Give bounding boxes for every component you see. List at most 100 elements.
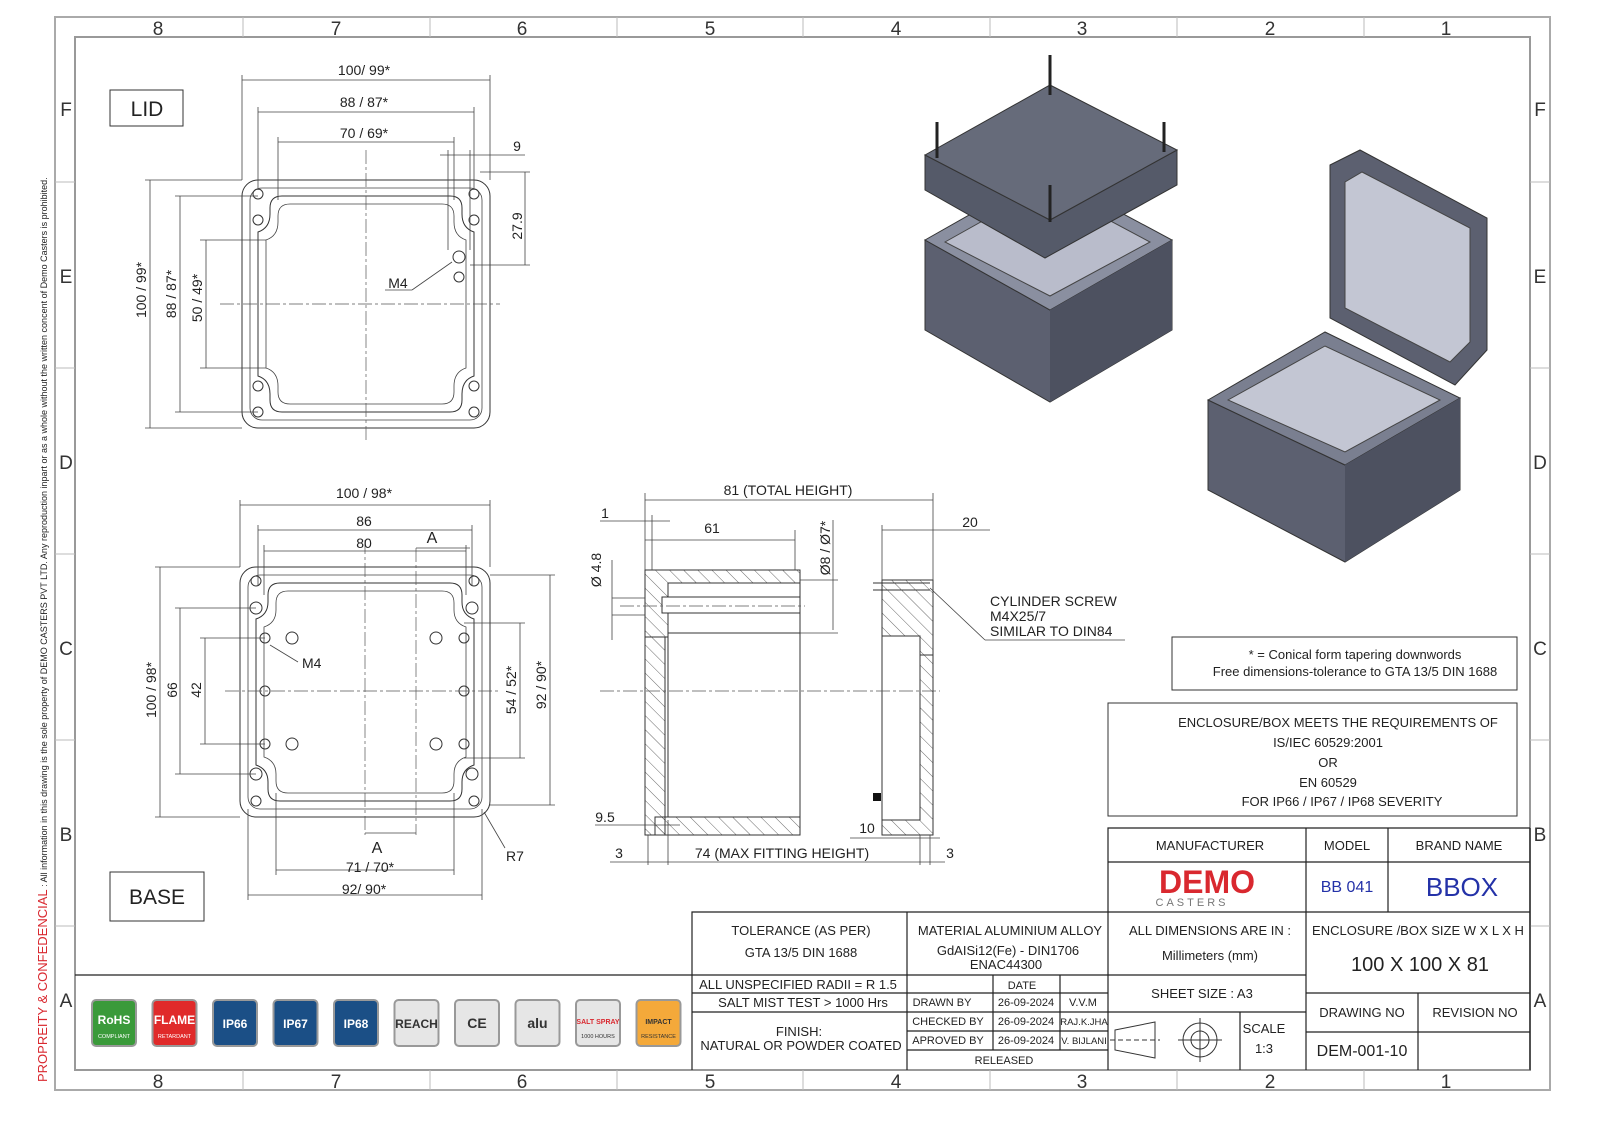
base-dim-height-outer: 100 / 98* (143, 661, 159, 718)
title-block: MANUFACTURER MODEL BRAND NAME DEMO CASTE… (699, 838, 1524, 1067)
ip66-badge-background (212, 999, 258, 1047)
brand-header: BRAND NAME (1416, 838, 1503, 853)
base-dim-height-right: 92 / 90* (533, 660, 549, 709)
lid-dim-height-inner: 50 / 49* (189, 273, 205, 322)
screw-callout-line1: CYLINDER SCREW (990, 593, 1118, 609)
compliance-line-1: ENCLOSURE/BOX MEETS THE REQUIREMENTS OF (1178, 715, 1498, 730)
base-dim-width-bottom: 92/ 90* (342, 881, 387, 897)
zone-col-2: 2 (1265, 19, 1276, 40)
base-dim-height-inner: 54 / 52* (503, 665, 519, 714)
ip68-badge-label: IP68 (344, 1017, 369, 1031)
section-marker-a-bottom: A (372, 840, 383, 857)
zone-row-c-right: C (1533, 639, 1547, 660)
lid-view: LID 100/ 99* 88 / 87* 70 / 69* 9 27.9 M4 (109, 62, 530, 440)
reach-badge-label: REACH (395, 1017, 438, 1031)
compliance-line-5: FOR IP66 / IP67 / IP68 SEVERITY (1242, 794, 1443, 809)
section-marker-a-top: A (427, 530, 438, 547)
date-header: DATE (1008, 980, 1037, 992)
impact-resistance-badge-sublabel: RESISTANCE (641, 1034, 676, 1040)
manufacturer-header: MANUFACTURER (1156, 838, 1264, 853)
dim-total-height: 81 (TOTAL HEIGHT) (724, 482, 853, 498)
lid-dim-offset: 9 (513, 138, 521, 154)
isometric-render-closed (923, 55, 1179, 403)
dim-61: 61 (704, 520, 720, 536)
rohs-badge-label: RoHS (98, 1013, 131, 1027)
model-header: MODEL (1324, 838, 1370, 853)
checked-by-label: CHECKED BY (912, 1016, 984, 1028)
zone-col-1-bottom: 1 (1441, 1072, 1452, 1093)
zone-labels: 8 7 6 5 4 3 2 1 8 7 6 5 4 3 2 1 F E D C … (59, 19, 1547, 1093)
dim-diameter-4-8: Ø 4.8 (588, 553, 604, 587)
salt-spray-badge-background (575, 999, 621, 1047)
zone-row-d: D (59, 453, 73, 474)
isometric-render-open (1206, 149, 1488, 563)
zone-row-e-right: E (1534, 267, 1547, 288)
material-value: GdAISi12(Fe) - DIN1706 (937, 943, 1079, 958)
scale-value: 1:3 (1255, 1041, 1273, 1056)
ce-badge-icon: CE (454, 999, 500, 1047)
lid-dim-height-outer: 100 / 99* (133, 261, 149, 318)
zone-col-7: 7 (331, 19, 342, 40)
rohs-badge-sublabel: COMPLIANT (98, 1034, 131, 1040)
lid-dim-width-mid: 88 / 87* (340, 94, 389, 110)
zone-row-f-right: F (1534, 100, 1546, 121)
dim-max-fitting-height: 74 (MAX FITTING HEIGHT) (695, 845, 869, 861)
notes-box: * = Conical form tapering downwords Free… (1171, 636, 1518, 691)
lid-dim-width-inner: 70 / 69* (340, 125, 389, 141)
rohs-badge-background (91, 999, 137, 1047)
compliance-line-3: OR (1318, 755, 1338, 770)
approved-by-label: APROVED BY (912, 1035, 984, 1047)
units-label: ALL DIMENSIONS ARE IN : (1129, 923, 1291, 938)
flame-retardant-badge-label: FLAME (154, 1013, 195, 1027)
units-value: Millimeters (mm) (1162, 948, 1258, 963)
note-tolerance: Free dimensions-tolerance to GTA 13/5 DI… (1213, 664, 1497, 679)
note-conical: * = Conical form tapering downwords (1249, 647, 1462, 662)
drawn-by-name: V.V.M (1069, 997, 1097, 1009)
projection-symbol-icon (1110, 1018, 1222, 1062)
scale-label: SCALE (1243, 1021, 1286, 1036)
zone-col-6-bottom: 6 (517, 1072, 528, 1093)
zone-col-4-bottom: 4 (891, 1072, 902, 1093)
zone-col-8-bottom: 8 (153, 1072, 164, 1093)
ip68-badge-icon: IP68 (333, 999, 379, 1047)
approved-by-date: 26-09-2024 (998, 1035, 1054, 1047)
zone-row-e: E (60, 267, 73, 288)
salt-spray-badge-sublabel: 1000 HOURS (581, 1034, 615, 1040)
base-radius-callout: R7 (506, 848, 524, 864)
zone-col-1: 1 (1441, 19, 1452, 40)
confidentiality-notice: PROPREITY & CONFEDENCIAL : All informati… (35, 177, 50, 1082)
screw-callout-line2: M4X25/7 (990, 608, 1046, 624)
screw-callout-line3: SIMILAR TO DIN84 (990, 623, 1113, 639)
dim-9-5: 9.5 (595, 809, 615, 825)
zone-col-4: 4 (891, 19, 902, 40)
compliance-line-2: IS/IEC 60529:2001 (1273, 735, 1383, 750)
tolerance-value: GTA 13/5 DIN 1688 (745, 945, 858, 960)
reach-badge-icon: REACH (393, 999, 440, 1047)
dim-20: 20 (962, 514, 978, 530)
sheet-size: SHEET SIZE : A3 (1151, 986, 1253, 1001)
base-dim-width-outer: 100 / 98* (336, 485, 393, 501)
drawing-no-label: DRAWING NO (1319, 1005, 1404, 1020)
material-label: MATERIAL ALUMINIUM ALLOY (918, 923, 1103, 938)
base-label: BASE (129, 886, 185, 909)
lid-label: LID (131, 98, 164, 121)
model-value: BB 041 (1321, 879, 1374, 896)
ip68-badge-background (333, 999, 379, 1047)
confidentiality-text: : All information in this drawing is the… (39, 177, 49, 889)
drawn-by-label: DRAWN BY (913, 997, 973, 1009)
released-label: RELEASED (975, 1055, 1034, 1067)
compliance-line-4: EN 60529 (1299, 775, 1357, 790)
alu-badge-background (514, 999, 561, 1047)
ip67-badge-icon: IP67 (272, 999, 319, 1047)
lid-dim-height-offset: 27.9 (509, 212, 525, 239)
dim-3-left: 3 (615, 845, 623, 861)
zone-row-d-right: D (1533, 453, 1547, 474)
base-thread-callout: M4 (302, 655, 322, 671)
drawing-no: DEM-001-10 (1317, 1043, 1408, 1060)
title-block-grid (75, 827, 1531, 1070)
zone-col-2-bottom: 2 (1265, 1072, 1276, 1093)
zone-col-5-bottom: 5 (705, 1072, 716, 1093)
